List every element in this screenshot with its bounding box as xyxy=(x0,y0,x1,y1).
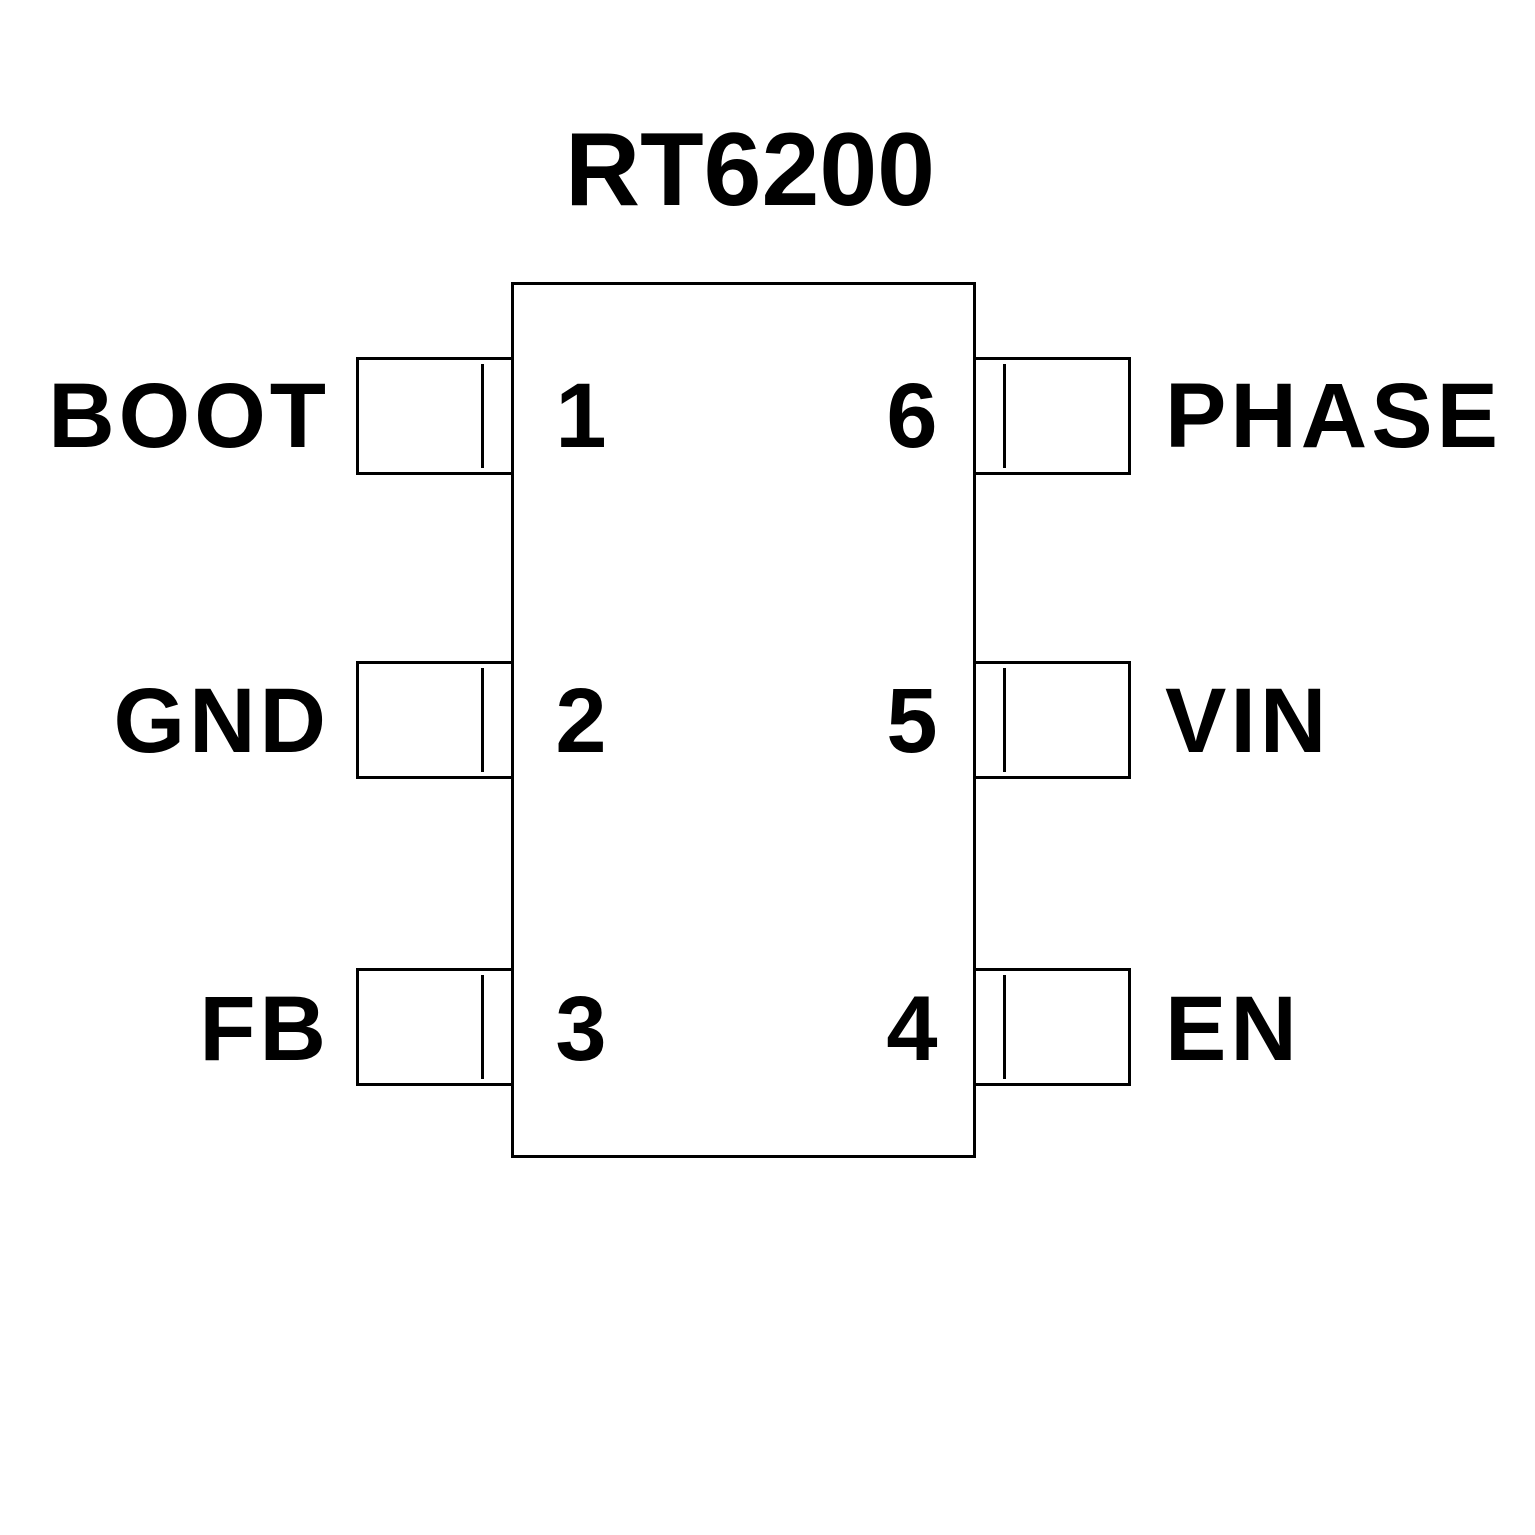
pin-number-6: 6 xyxy=(886,365,938,467)
pin-pad-3 xyxy=(356,968,511,1086)
pin-pad-4 xyxy=(976,968,1131,1086)
pin-pad-1 xyxy=(356,357,511,475)
pin-pad-2 xyxy=(356,661,511,779)
pin-label-fb: FB xyxy=(199,978,330,1080)
pin-label-phase: PHASE xyxy=(1165,365,1502,467)
pin-pad-5 xyxy=(976,661,1131,779)
pad-tick xyxy=(481,668,484,772)
chip-body xyxy=(511,282,976,1158)
pad-tick xyxy=(1003,668,1006,772)
pin-number-3: 3 xyxy=(555,978,607,1080)
pin-pad-6 xyxy=(976,357,1131,475)
chip-title: RT6200 xyxy=(565,112,935,228)
pin-number-4: 4 xyxy=(886,978,938,1080)
pin-number-2: 2 xyxy=(555,670,607,772)
pad-tick xyxy=(481,364,484,468)
pin-label-en: EN xyxy=(1165,978,1301,1080)
pin-number-1: 1 xyxy=(555,365,607,467)
pad-tick xyxy=(481,975,484,1079)
pin-number-5: 5 xyxy=(886,670,938,772)
pin-label-vin: VIN xyxy=(1165,670,1331,772)
pad-tick xyxy=(1003,975,1006,1079)
pad-tick xyxy=(1003,364,1006,468)
pin-label-boot: BOOT xyxy=(48,365,330,467)
pin-label-gnd: GND xyxy=(113,670,330,772)
